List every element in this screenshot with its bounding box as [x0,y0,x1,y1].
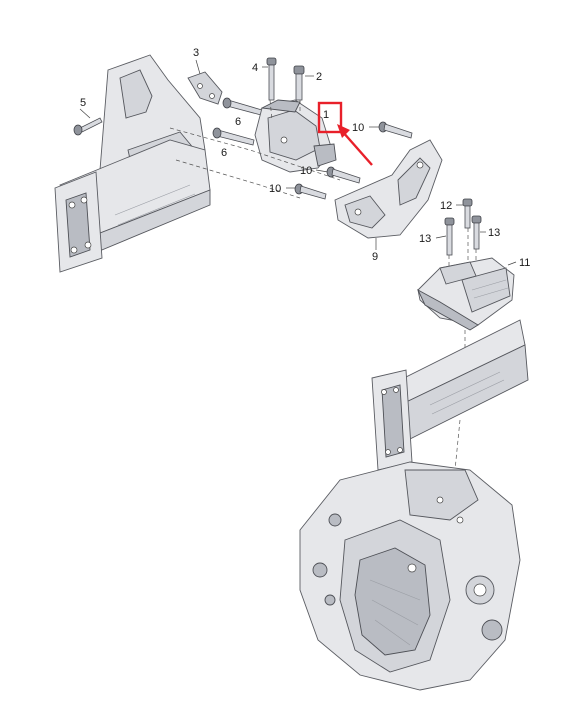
engine-mount-1 [254,99,337,173]
bolt-5 [73,108,103,136]
callout-2: 2 [316,71,322,83]
callout-6-upper: 6 [235,116,241,128]
callout-6-lower: 6 [221,147,227,159]
callout-13-right: 13 [488,227,500,239]
bolt-10-middle [315,166,361,184]
callout-12: 12 [440,200,452,212]
bolt-4 [262,57,277,101]
callout-10-middle: 10 [300,165,312,177]
bracket-3 [187,59,223,105]
bracket-9 [334,139,443,250]
callout-10-lower: 10 [269,183,281,195]
bolt-12 [456,198,473,229]
bolt-13-left [435,217,455,256]
gearbox [299,461,521,691]
bolt-6-upper [222,97,263,116]
left-body-rail [54,54,211,273]
callout-1: 1 [323,109,329,121]
bolt-13-right [471,215,486,250]
right-body-rail [371,319,529,471]
callout-5: 5 [80,97,86,109]
bolt-2 [293,65,314,101]
callout-9: 9 [372,251,378,263]
transmission-mount-11 [417,257,517,331]
callout-4: 4 [252,62,258,74]
callout-10-upper: 10 [352,122,364,134]
highlight-marker [317,101,373,166]
callout-13-left: 13 [419,233,431,245]
bolt-10-lower [286,183,327,200]
callout-3: 3 [193,47,199,59]
callout-labels: 1 2 3 4 5 6 6 9 10 10 10 11 12 13 13 [80,47,530,269]
bolt-10-upper [369,121,413,139]
callout-11: 11 [519,257,530,269]
bolt-6-lower [212,127,255,146]
